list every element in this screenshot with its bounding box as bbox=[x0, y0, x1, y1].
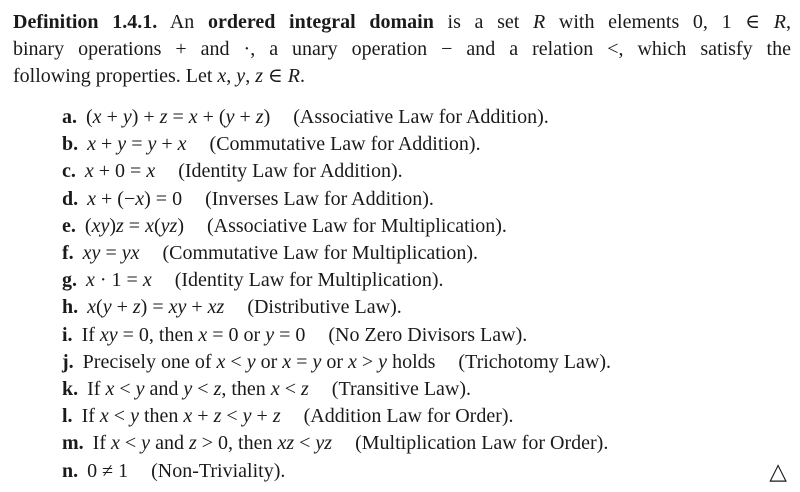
property-row-j: j. Precisely one of x < y or x = y or x >… bbox=[13, 349, 791, 376]
property-letter: g. bbox=[62, 269, 77, 292]
property-letter: d. bbox=[62, 187, 79, 210]
property-row-n: n. 0 ≠ 1 (Non-Triviality). bbox=[13, 458, 791, 485]
definition-intro-line-3: following properties. Let x, y, z ∈ R. bbox=[13, 65, 306, 87]
property-statement: x + y = y + x bbox=[87, 133, 187, 156]
property-statement: x + 0 = x bbox=[84, 160, 156, 183]
property-law: (Transitive Law). bbox=[331, 378, 472, 401]
property-statement: (xy)z = x(yz) bbox=[84, 214, 184, 237]
property-law: (Commutative Law for Addition). bbox=[209, 133, 481, 156]
property-row-c: c. x + 0 = x (Identity Law for Addition). bbox=[13, 158, 791, 185]
property-law: (Distributive Law). bbox=[247, 296, 402, 319]
property-letter: i. bbox=[62, 323, 73, 346]
property-list: a. (x + y) + z = x + (y + z) (Associative … bbox=[13, 104, 791, 485]
property-row-d: d. x + (−x) = 0 (Inverses Law for Addition… bbox=[13, 186, 791, 213]
property-law: (Inverses Law for Addition). bbox=[205, 187, 434, 210]
property-letter: b. bbox=[62, 133, 79, 156]
property-row-f: f. xy = yx (Commutative Law for Multiplica… bbox=[13, 240, 791, 267]
property-statement: If x < y and z > 0, then xz < yz bbox=[92, 432, 333, 455]
property-law: (Trichotomy Law). bbox=[458, 350, 611, 373]
property-law: (Multiplication Law for Order). bbox=[355, 432, 609, 455]
property-statement: x · 1 = x bbox=[86, 269, 152, 292]
property-letter: e. bbox=[62, 214, 76, 237]
property-law: (No Zero Divisors Law). bbox=[328, 323, 528, 346]
end-of-definition-triangle-icon: △ bbox=[769, 459, 787, 484]
property-letter: a. bbox=[62, 106, 77, 128]
definition-intro-line-2: binary operations + and ·, a unary opera… bbox=[13, 38, 791, 60]
property-letter: j. bbox=[62, 350, 74, 373]
property-statement: If x < y and y < z, then x < z bbox=[87, 378, 309, 401]
property-letter: n. bbox=[62, 459, 79, 482]
property-law: (Addition Law for Order). bbox=[303, 405, 514, 428]
property-letter: k. bbox=[62, 378, 79, 401]
property-law: (Commutative Law for Multiplication). bbox=[162, 242, 478, 265]
property-letter: h. bbox=[62, 296, 79, 319]
property-law: (Identity Law for Multiplication). bbox=[174, 269, 444, 292]
definition-intro: Definition 1.4.1. An ordered integral do… bbox=[13, 9, 791, 90]
property-row-l: l. If x < y then x + z < y + z (Addition L… bbox=[13, 403, 791, 430]
property-statement: x + (−x) = 0 bbox=[87, 187, 183, 210]
property-letter: c. bbox=[62, 160, 76, 183]
property-row-m: m. If x < y and z > 0, then xz < yz (Multi… bbox=[13, 430, 791, 457]
property-row-k: k. If x < y and y < z, then x < z (Transit… bbox=[13, 376, 791, 403]
property-law: (Associative Law for Addition). bbox=[293, 106, 549, 128]
property-statement: If xy = 0, then x = 0 or y = 0 bbox=[81, 323, 306, 346]
property-statement: If x < y then x + z < y + z bbox=[81, 405, 281, 428]
property-row-g: g. x · 1 = x (Identity Law for Multiplicat… bbox=[13, 267, 791, 294]
property-row-i: i. If xy = 0, then x = 0 or y = 0 (No Zero… bbox=[13, 322, 791, 349]
property-law: (Identity Law for Addition). bbox=[178, 160, 403, 183]
property-statement: (x + y) + z = x + (y + z) bbox=[86, 106, 271, 128]
property-statement: x(y + z) = xy + xz bbox=[87, 296, 225, 319]
property-letter: m. bbox=[62, 432, 84, 455]
property-statement: xy = yx bbox=[82, 242, 140, 265]
property-law: (Associative Law for Multiplication). bbox=[206, 214, 507, 237]
property-letter: f. bbox=[62, 242, 74, 265]
property-letter: l. bbox=[62, 405, 73, 428]
property-row-e: e. (xy)z = x(yz) (Associative Law for Mult… bbox=[13, 213, 791, 240]
property-statement: Precisely one of x < y or x = y or x > y… bbox=[82, 350, 436, 373]
property-row-b: b. x + y = y + x (Commutative Law for Addi… bbox=[13, 131, 791, 158]
property-law: (Non-Triviality). bbox=[151, 459, 286, 482]
property-row-a: a. (x + y) + z = x + (y + z) (Associative … bbox=[13, 104, 791, 131]
property-statement: 0 ≠ 1 bbox=[87, 459, 129, 482]
definition-intro-line-1: Definition 1.4.1. An ordered integral do… bbox=[13, 11, 791, 33]
property-row-h: h. x(y + z) = xy + xz (Distributive Law). bbox=[13, 294, 791, 321]
